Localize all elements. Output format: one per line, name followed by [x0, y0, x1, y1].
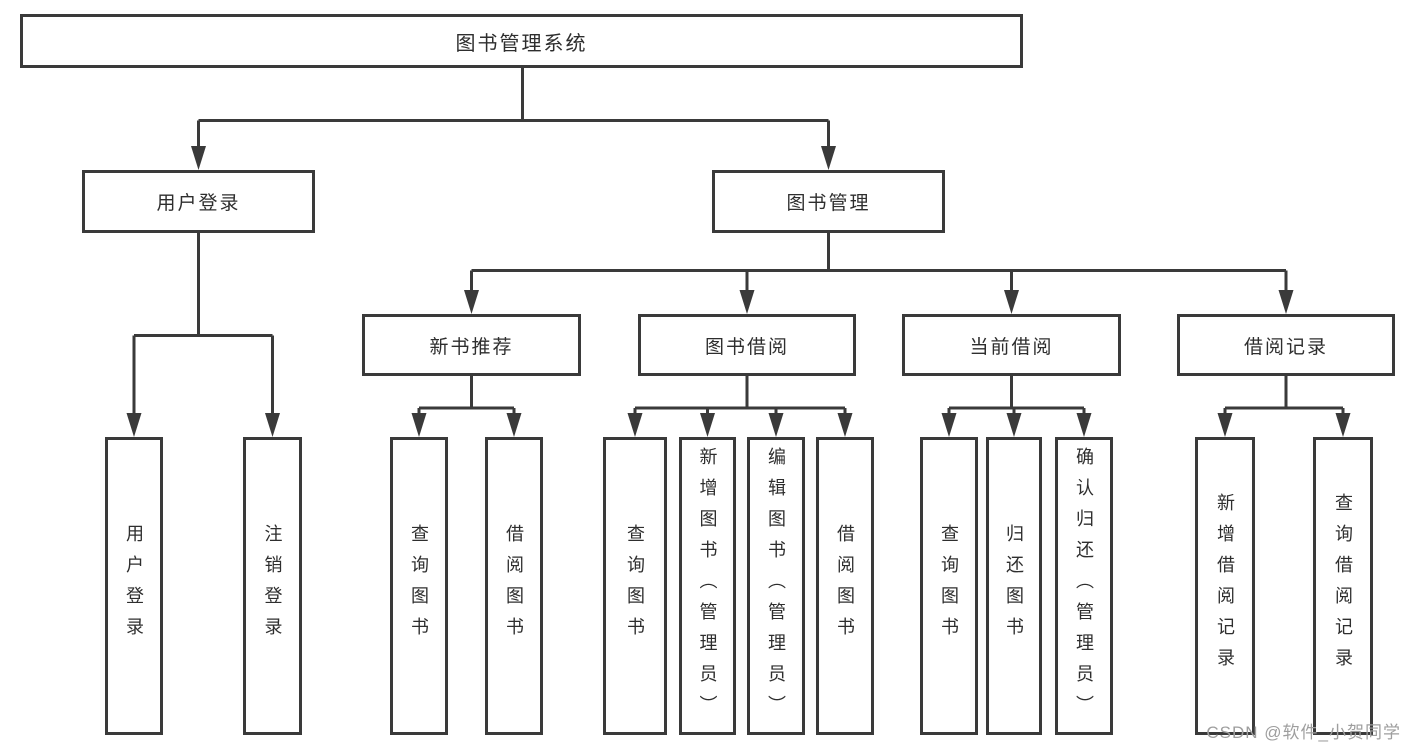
node-label: 图书借阅 [704, 336, 789, 358]
leaf-borrow-books: 借阅图书 [816, 437, 874, 735]
node-borrowing-records: 借阅记录 [1177, 314, 1395, 376]
node-label: 新书推荐 [429, 336, 514, 358]
node-label: 图书管理系统 [455, 32, 588, 55]
node-label: 查询图书 [625, 524, 645, 648]
leaf-query-books-current: 查询图书 [920, 437, 978, 735]
leaf-return-books: 归还图书 [986, 437, 1042, 735]
connector-lines [132, 67, 1345, 416]
node-label: 借阅图书 [504, 524, 524, 648]
node-label: 图书管理 [786, 193, 871, 214]
leaf-add-books-admin: 新增图书（管理员） [679, 437, 736, 735]
csdn-watermark: CSDN @软件_小贺同学 [1206, 723, 1401, 742]
node-book-management: 图书管理 [712, 170, 945, 233]
node-label: 注销登录 [262, 524, 283, 648]
leaf-query-borrow-record: 查询借阅记录 [1313, 437, 1373, 735]
leaf-add-borrow-record: 新增借阅记录 [1195, 437, 1255, 735]
node-label: 借阅记录 [1243, 336, 1328, 358]
leaf-logout: 注销登录 [243, 437, 302, 735]
node-new-book-recommendation: 新书推荐 [362, 314, 581, 376]
node-label: 用户登录 [124, 524, 144, 648]
node-label: 新增图书（管理员） [697, 446, 718, 726]
node-label: 查询图书 [409, 524, 429, 648]
node-user-login: 用户登录 [82, 170, 315, 233]
node-library-management-system: 图书管理系统 [20, 14, 1023, 68]
leaf-borrow-books-recommend: 借阅图书 [485, 437, 543, 735]
node-book-borrowing: 图书借阅 [638, 314, 856, 376]
node-label: 查询借阅记录 [1333, 493, 1353, 679]
node-label: 借阅图书 [835, 524, 855, 648]
node-label: 查询图书 [939, 524, 959, 648]
node-label: 编辑图书（管理员） [766, 446, 786, 726]
node-label: 用户登录 [156, 193, 241, 214]
leaf-confirm-return-admin: 确认归还（管理员） [1055, 437, 1113, 735]
leaf-query-books-recommend: 查询图书 [390, 437, 448, 735]
node-label: 当前借阅 [969, 336, 1054, 358]
leaf-edit-books-admin: 编辑图书（管理员） [747, 437, 805, 735]
node-label: 归还图书 [1004, 524, 1024, 648]
node-label: 新增借阅记录 [1215, 493, 1235, 679]
node-label: 确认归还（管理员） [1074, 446, 1094, 726]
node-current-borrowing: 当前借阅 [902, 314, 1121, 376]
leaf-query-books-borrow: 查询图书 [603, 437, 667, 735]
leaf-user-login: 用户登录 [105, 437, 163, 735]
